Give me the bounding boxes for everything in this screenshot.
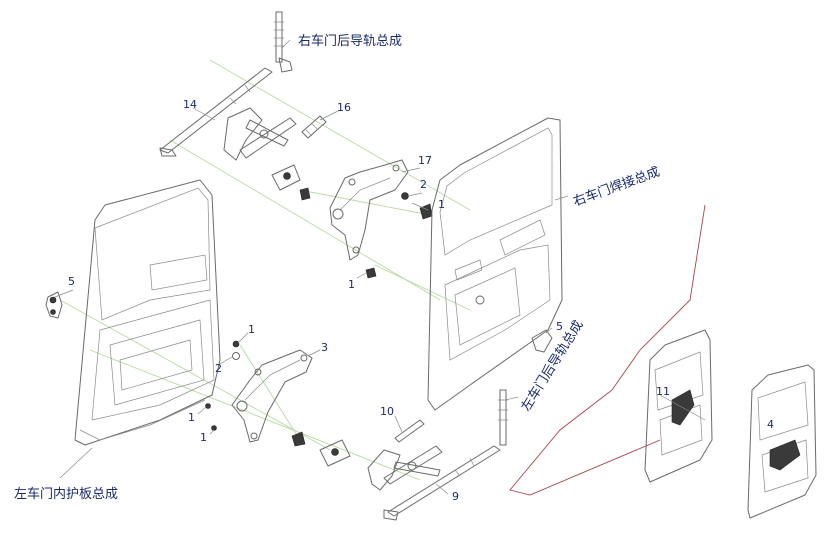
left-door-handle-part: [45, 291, 63, 319]
callout-1-upper-left: 1: [348, 278, 355, 291]
guide-rail-part-14: [159, 67, 273, 157]
motor-bracket-lower: [319, 439, 351, 467]
callout-3: 3: [321, 341, 328, 354]
callout-2-lower: 2: [215, 362, 222, 375]
callout-17: 17: [418, 154, 432, 167]
callout-10: 10: [380, 405, 394, 418]
fasteners-upper: [365, 192, 433, 279]
callout-2-upper: 2: [420, 178, 427, 191]
detail-door-4: [747, 364, 817, 519]
number-callout-leaders: [54, 39, 569, 495]
left-door-inner-panel: [74, 179, 221, 446]
callout-16: 16: [337, 101, 351, 114]
label-right-door-weld: 右车门焊接总成: [571, 164, 662, 210]
label-left-inner-panel: 左车门内护板总成: [14, 486, 118, 502]
callout-11: 11: [656, 385, 670, 398]
left-rear-guide-rail-part: [498, 389, 508, 446]
detail-door-11: [644, 329, 713, 483]
callout-1-lower-mid: 1: [188, 411, 195, 424]
spring-part-16: [301, 115, 327, 139]
right-door-handle-part: [531, 329, 553, 353]
callout-5-left: 5: [68, 275, 75, 288]
callout-4: 4: [767, 418, 774, 431]
right-rear-guide-rail-part: [274, 11, 293, 73]
assembly-axis-lines: [59, 59, 471, 481]
fasteners-lower: [205, 340, 306, 447]
callout-9: 9: [452, 490, 459, 503]
callout-1-lower-bottom: 1: [200, 431, 207, 444]
lower-regulator-arm: [367, 445, 443, 491]
label-right-rear-guide-rail: 右车门后导轨总成: [298, 33, 402, 49]
label-left-rear-guide-rail: 左车门后导轨总成: [518, 317, 587, 414]
rod-part-10: [394, 419, 425, 443]
right-door-weld-assembly: [427, 117, 563, 411]
callout-1-lower-top: 1: [248, 323, 255, 336]
callout-1-upper-right: 1: [438, 198, 445, 211]
guide-rail-part-9: [383, 445, 501, 521]
detail-callout-lines: [509, 204, 706, 496]
callout-5-right: 5: [556, 320, 563, 333]
callout-14: 14: [183, 98, 197, 111]
regulator-plate-part-17: [329, 159, 409, 261]
motor-bracket-upper: [271, 164, 311, 201]
regulator-plate-part-3: [231, 349, 313, 443]
upper-regulator-arm: [223, 107, 297, 161]
